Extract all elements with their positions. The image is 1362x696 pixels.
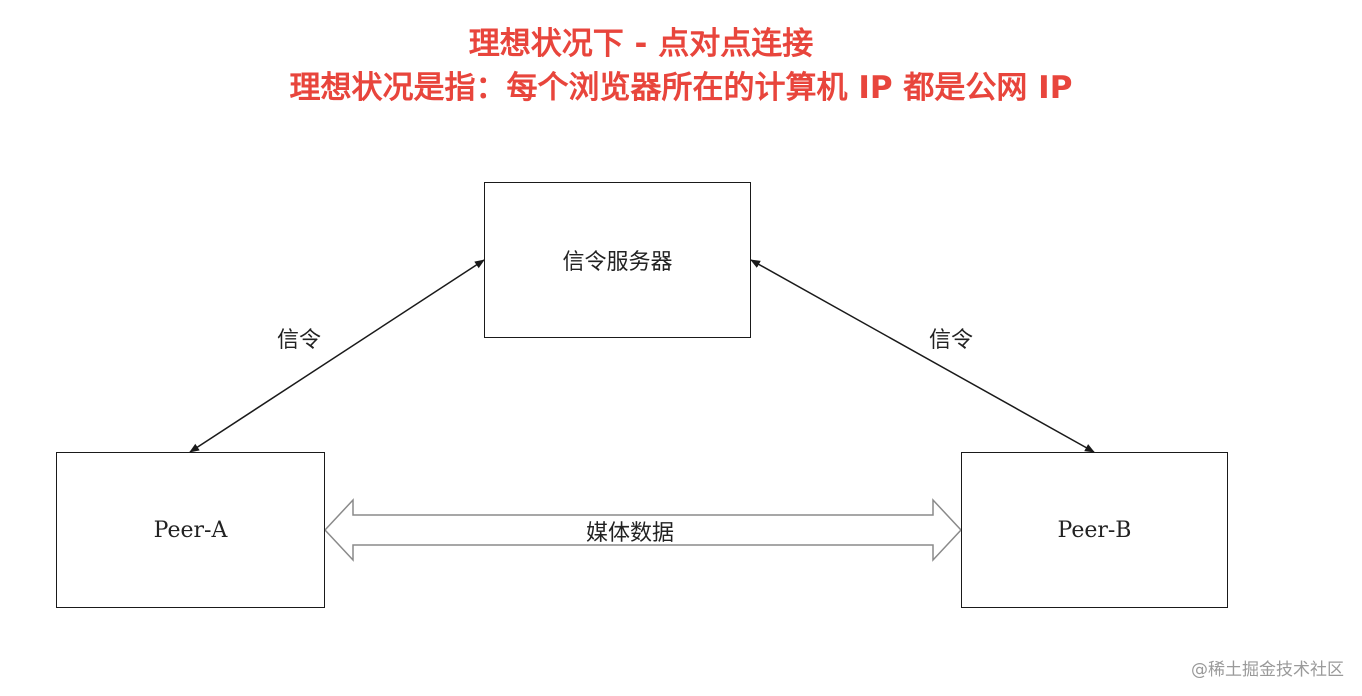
signal-label-right: 信令 <box>929 328 974 353</box>
signaling-server-node: 信令服务器 <box>484 182 751 338</box>
signal-arrow-left <box>189 259 485 453</box>
peer-a-label: Peer-A <box>153 517 228 543</box>
peer-a-node: Peer-A <box>56 452 325 608</box>
signaling-server-label: 信令服务器 <box>562 250 673 275</box>
title-line-1: 理想状况下 - 点对点连接 <box>468 26 814 62</box>
media-label: 媒体数据 <box>586 521 675 546</box>
watermark: @稀土掘金技术社区 <box>1191 660 1344 680</box>
peer-b-label: Peer-B <box>1057 517 1132 543</box>
title-line-2: 理想状况是指：每个浏览器所在的计算机 IP 都是公网 IP <box>289 70 1073 106</box>
peer-b-node: Peer-B <box>961 452 1228 608</box>
signal-label-left: 信令 <box>277 328 322 353</box>
signal-arrow-right <box>750 259 1095 453</box>
